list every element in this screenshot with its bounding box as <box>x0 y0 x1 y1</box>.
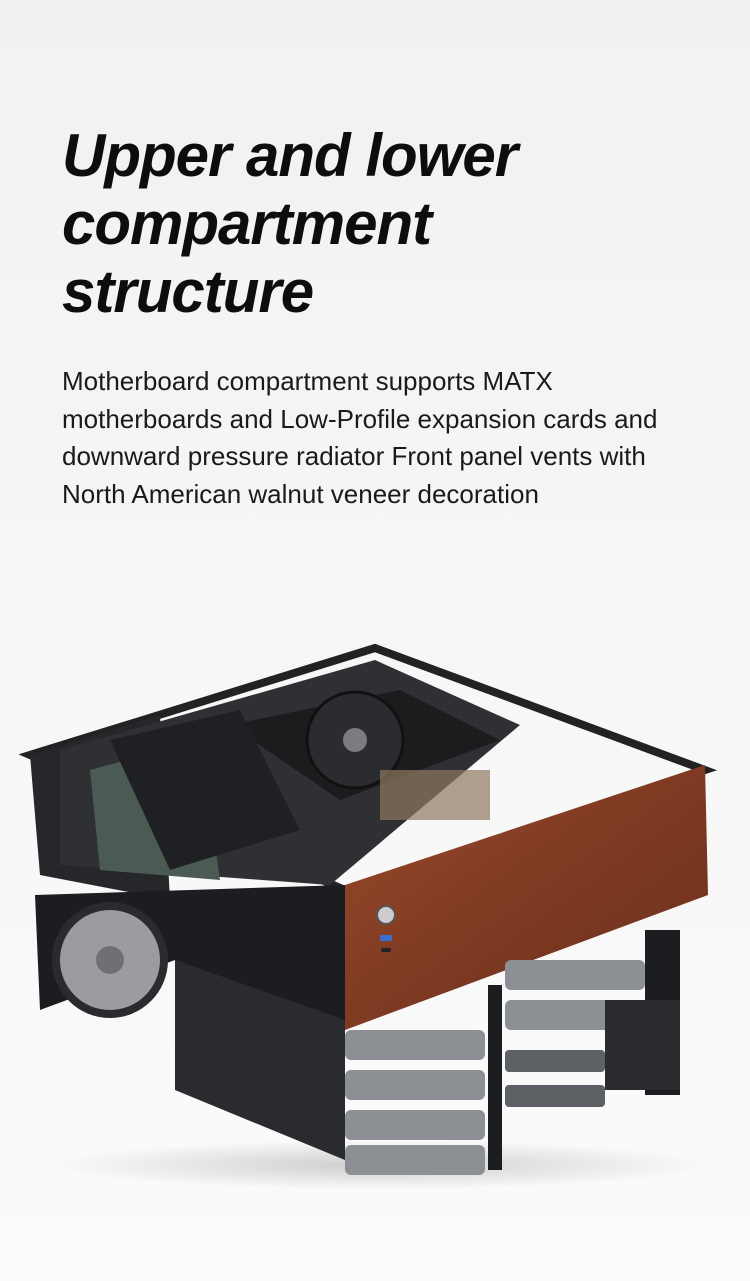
drive-trays-left <box>345 1030 485 1175</box>
page-title: Upper and lower compartment structure <box>62 122 518 326</box>
walnut-front-panel <box>345 765 708 1030</box>
usb-port <box>380 935 392 941</box>
power-button <box>376 905 396 925</box>
product-image <box>0 630 750 1190</box>
ssd-bracket <box>605 1000 680 1090</box>
usb-c-port <box>381 948 391 952</box>
graphics-card <box>110 710 300 870</box>
fan-hub <box>343 728 367 752</box>
title-line-3: structure <box>62 258 314 325</box>
side-fan-hub <box>96 946 124 974</box>
heatpipes <box>380 770 490 820</box>
pc-case-illustration <box>18 643 718 1190</box>
cage-divider <box>488 985 502 1170</box>
product-description: Motherboard compartment supports MATX mo… <box>62 366 658 509</box>
title-line-2: compartment <box>62 190 432 257</box>
title-line-1: Upper and lower <box>62 122 518 189</box>
drive-cage-plate <box>175 960 345 1160</box>
